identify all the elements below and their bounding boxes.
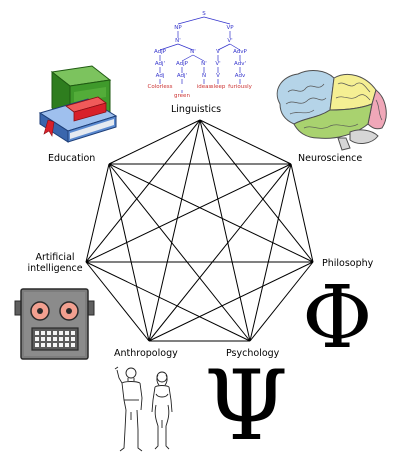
network-edge-linguistics-psychology bbox=[199, 119, 251, 342]
tree-word: furiously bbox=[228, 84, 252, 90]
robot-grille-cell bbox=[53, 337, 57, 341]
psi-symbol-icon: Ψ bbox=[204, 350, 289, 462]
robot-grille-cell bbox=[47, 331, 51, 335]
robot-grille-cell bbox=[35, 343, 39, 347]
network-edge-linguistics-philosophy bbox=[199, 119, 314, 263]
robot-grille-cell bbox=[59, 331, 63, 335]
tree-word: sleep bbox=[211, 84, 226, 90]
tree-word: green bbox=[174, 93, 190, 99]
network-edge-linguistics-education bbox=[108, 119, 201, 165]
robot-grille-cell bbox=[47, 343, 51, 347]
tree-node-label: Adv bbox=[235, 73, 246, 79]
robot-grille-cell bbox=[59, 337, 63, 341]
robot-grille-cell bbox=[71, 331, 75, 335]
node-label-artificial-intelligence: Artificial intelligence bbox=[22, 252, 88, 274]
network-edge-neuroscience-artificial_intelligence bbox=[85, 163, 292, 263]
tree-node-label: VP bbox=[226, 25, 234, 31]
tree-node-label: Adv' bbox=[234, 61, 246, 67]
tree-node-label: N' bbox=[190, 49, 196, 55]
robot-grille-cell bbox=[35, 331, 39, 335]
node-label-linguistics: Linguistics bbox=[171, 104, 222, 115]
tree-node-label: V' bbox=[215, 61, 220, 67]
network-edge-psychology-education bbox=[108, 163, 251, 342]
robot-grille-cell bbox=[35, 337, 39, 341]
tree-node-label: NP bbox=[174, 25, 182, 31]
robot-grille-cell bbox=[41, 337, 45, 341]
tree-node-label: N bbox=[202, 73, 206, 79]
network-edge-neuroscience-psychology bbox=[249, 163, 292, 342]
tree-node-label: N' bbox=[175, 38, 181, 44]
tree-node-label: S bbox=[202, 11, 206, 17]
tree-node-label: AdjP bbox=[176, 61, 189, 67]
network-edge-linguistics-anthropology bbox=[148, 119, 201, 342]
node-label-anthropology: Anthropology bbox=[114, 348, 178, 359]
network-edge-anthropology-education bbox=[108, 163, 150, 342]
ai-label-line-1: Artificial bbox=[35, 252, 75, 263]
tree-node-label: V' bbox=[227, 38, 232, 44]
tree-node-label: Adj' bbox=[155, 61, 165, 67]
robot-grille-cell bbox=[53, 331, 57, 335]
robot-grille-cell bbox=[47, 337, 51, 341]
network-edge-psychology-artificial_intelligence bbox=[85, 261, 251, 342]
robot-grille-cell bbox=[65, 337, 69, 341]
tree-word: ideas bbox=[197, 84, 212, 90]
node-label-psychology: Psychology bbox=[226, 348, 280, 359]
tree-node-label: N' bbox=[201, 61, 207, 67]
network-edge-linguistics-neuroscience bbox=[199, 119, 292, 165]
robot-grille-cell bbox=[53, 343, 57, 347]
robot-grille-cell bbox=[65, 343, 69, 347]
network-edge-artificial_intelligence-education bbox=[85, 163, 110, 263]
tree-node-label: AdjP bbox=[154, 49, 167, 55]
node-label-neuroscience: Neuroscience bbox=[298, 153, 363, 164]
tree-node-label: AdvP bbox=[233, 49, 247, 55]
tree-node-label: V bbox=[216, 73, 220, 79]
network-edge-philosophy-psychology bbox=[249, 261, 314, 342]
robot-grille-cell bbox=[59, 343, 63, 347]
robot-grille-cell bbox=[41, 343, 45, 347]
tree-node-label: Adj bbox=[156, 73, 165, 79]
network-edge-philosophy-education bbox=[108, 163, 314, 263]
robot-grille-cell bbox=[71, 343, 75, 347]
network-edge-philosophy-anthropology bbox=[148, 261, 314, 342]
tree-node-label: Adj' bbox=[177, 73, 187, 79]
node-label-education: Education bbox=[48, 153, 96, 164]
tree-word: Colorless bbox=[147, 84, 172, 90]
robot-grille-cell bbox=[71, 337, 75, 341]
robot-grille-cell bbox=[41, 331, 45, 335]
tree-node-label: V bbox=[216, 49, 220, 55]
network-edge-linguistics-artificial_intelligence bbox=[85, 119, 201, 263]
network-edge-anthropology-artificial_intelligence bbox=[85, 261, 150, 342]
node-label-philosophy: Philosophy bbox=[322, 258, 374, 269]
robot-grille-cell bbox=[65, 331, 69, 335]
network-edge-neuroscience-anthropology bbox=[148, 163, 292, 342]
phi-symbol-icon: Φ bbox=[302, 268, 373, 368]
network-edge-neuroscience-philosophy bbox=[290, 163, 314, 263]
ai-label-line-2: intelligence bbox=[27, 263, 83, 274]
